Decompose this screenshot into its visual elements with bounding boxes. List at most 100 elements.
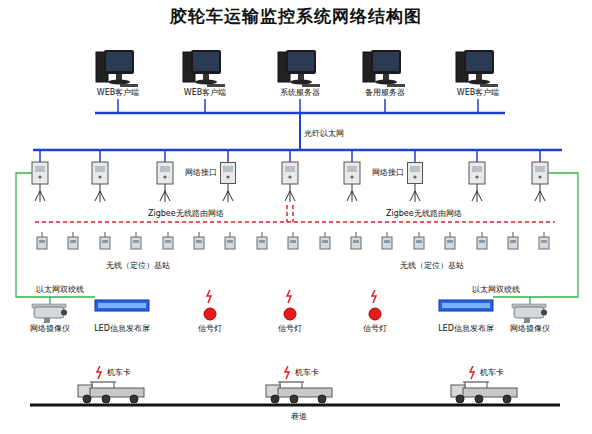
- annotation-label: 无线（定位）基站: [400, 261, 464, 271]
- pc-base: [108, 80, 130, 85]
- zigbee-link: [292, 205, 294, 222]
- node-label: 信号灯: [198, 324, 222, 334]
- annotation-label: 以太网双绞线: [36, 285, 84, 295]
- computer-icon: [90, 46, 146, 88]
- pc-stand: [203, 74, 209, 80]
- annotation-label: Zigbee无线路由网络: [148, 209, 224, 219]
- computer-icon: [450, 46, 506, 88]
- pc-stand: [298, 74, 304, 80]
- drop-line: [117, 99, 119, 113]
- led-screen-icon: [431, 298, 501, 324]
- interface-node: 网络接口: [182, 162, 236, 184]
- vehicle-icon: [258, 380, 342, 404]
- interface-box: [92, 162, 108, 184]
- box-panel: [410, 166, 420, 172]
- signal-bolt: [207, 290, 211, 303]
- car-wheel: [83, 395, 91, 403]
- pc-screen: [106, 52, 132, 71]
- base-station: [351, 232, 361, 249]
- car-wheel: [130, 395, 138, 403]
- led-screen-icon: [87, 298, 157, 324]
- led-display-node: LED信息发布屏: [87, 298, 157, 334]
- camera-mount: [44, 318, 50, 323]
- vehicle-card-node: 机车卡: [70, 366, 154, 404]
- drop-line: [204, 99, 206, 113]
- interface-box: [220, 162, 236, 184]
- interface-box: [344, 162, 360, 184]
- base-station: [382, 232, 392, 249]
- camera-body: [514, 307, 544, 318]
- interface-box: [407, 162, 423, 184]
- computer-icon: [357, 46, 413, 88]
- pc-stand: [116, 74, 122, 80]
- pc-monitor: [286, 50, 316, 74]
- pc-keyboard: [120, 84, 138, 87]
- roadway-line: [30, 404, 560, 407]
- car-wheel: [475, 395, 483, 403]
- node-label: WEB客户端: [97, 88, 139, 98]
- car-canopy: [463, 381, 489, 382]
- camera-body: [34, 307, 64, 318]
- pc-keyboard: [207, 84, 225, 87]
- twisted-pair-line: [16, 173, 95, 297]
- signal-bolt: [285, 366, 289, 379]
- interface-box: [282, 162, 298, 184]
- pc-base: [290, 80, 312, 85]
- signal-light-icon: [275, 288, 305, 324]
- pc-screen: [373, 52, 399, 71]
- base-station: [257, 232, 267, 249]
- car-wheel: [290, 395, 298, 403]
- signal-bolt-icon: [467, 366, 477, 380]
- pc-screen: [466, 52, 492, 71]
- led-stripe: [98, 303, 146, 308]
- signal-bolt-icon: [282, 366, 292, 380]
- base-station: [477, 232, 487, 249]
- camera-icon: [22, 302, 78, 324]
- pc-keyboard: [480, 84, 498, 87]
- node-label: WEB客户端: [457, 88, 499, 98]
- signal-lamp: [204, 308, 216, 320]
- diagram-title: 胶轮车运输监控系统网络结构图: [0, 5, 592, 27]
- signal-bolt: [372, 290, 376, 303]
- node-label: 网络摄像仪: [30, 324, 70, 334]
- zigbee-link: [286, 205, 288, 222]
- base-station: [225, 232, 235, 249]
- base-station: [445, 232, 455, 249]
- zigbee-network-line: [35, 221, 555, 223]
- pc-keyboard: [387, 84, 405, 87]
- signal-light-node: 信号灯: [355, 288, 395, 334]
- pc-keyboard: [302, 84, 320, 87]
- node-label: 机车卡: [107, 368, 131, 378]
- led-stripe: [442, 303, 490, 308]
- annotation-label: 无线（定位）基站: [106, 261, 170, 271]
- base-station: [163, 232, 173, 249]
- computer-node: 系统服务器: [272, 46, 328, 98]
- pc-base: [468, 80, 490, 85]
- vehicle-icon: [443, 380, 527, 404]
- drop-line: [299, 99, 301, 113]
- camera-lens: [61, 310, 67, 316]
- node-label: 备用服务器: [365, 88, 405, 98]
- computer-icon: [177, 46, 233, 88]
- twisted-pair-line: [493, 173, 578, 297]
- base-station: [37, 232, 47, 249]
- interface-box: [469, 162, 485, 184]
- car-post: [487, 382, 488, 388]
- node-label: 信号灯: [278, 324, 302, 334]
- node-label: 网络接口: [185, 168, 217, 178]
- base-station: [414, 232, 424, 249]
- signal-lamp: [284, 308, 296, 320]
- node-label: 系统服务器: [280, 88, 320, 98]
- base-station: [508, 232, 518, 249]
- annotation-label: 巷道: [291, 412, 307, 422]
- car-canopy: [278, 381, 304, 382]
- car-wheel: [102, 395, 110, 403]
- pc-monitor: [371, 50, 401, 74]
- camera-node: 网络摄像仪: [500, 302, 560, 334]
- led-screen: [95, 300, 149, 311]
- signal-bolt: [470, 366, 474, 379]
- computer-node: WEB客户端: [177, 46, 233, 98]
- annotation-label: Zigbee无线路由网络: [386, 209, 462, 219]
- car-wheel: [503, 395, 511, 403]
- vehicle-card-row: 机车卡: [282, 366, 319, 380]
